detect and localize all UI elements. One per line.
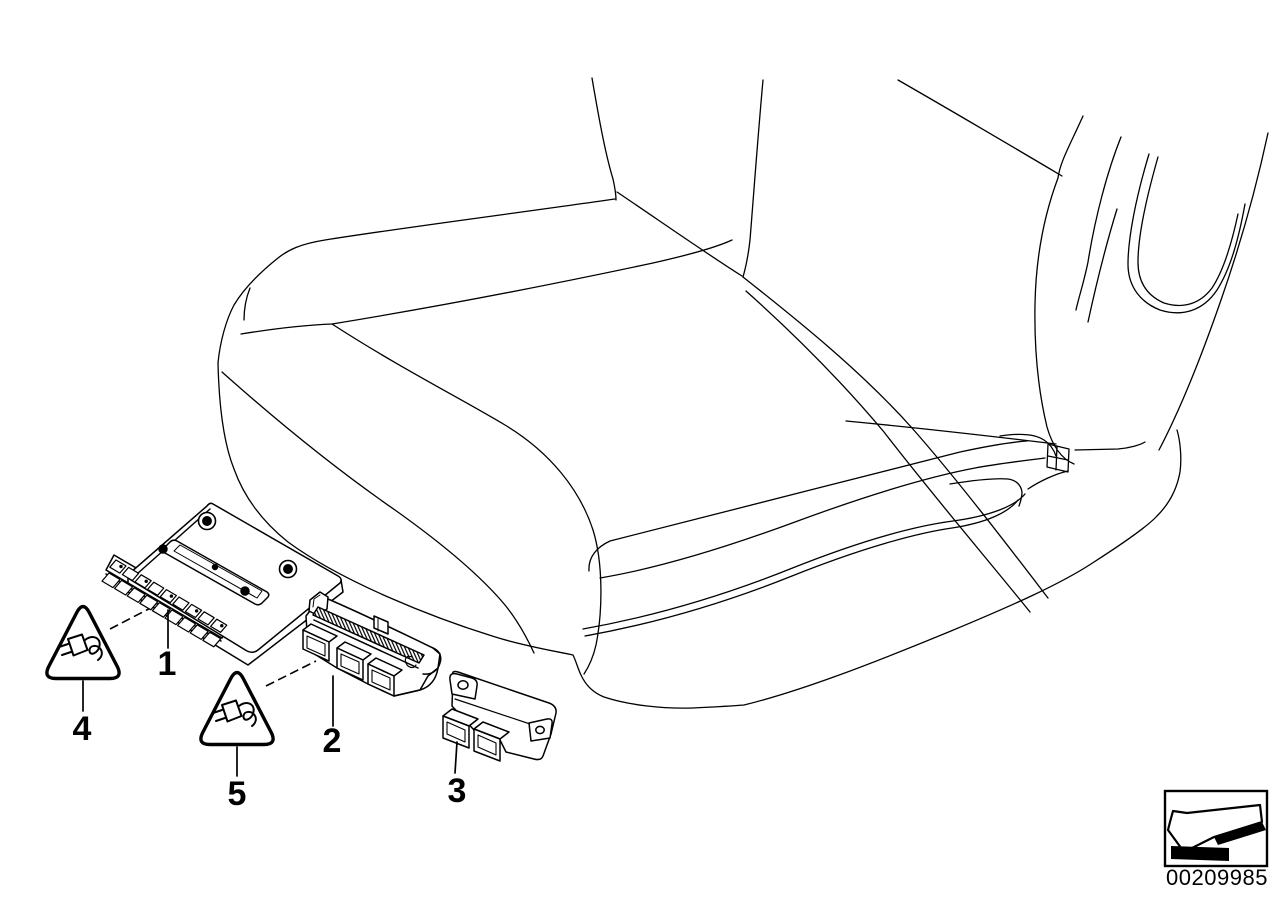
module3-socket-1 [442,708,479,749]
module2-socket-3 [367,657,403,697]
callout-label-2[interactable]: 2 [322,722,342,760]
module3-socket-2 [473,721,510,762]
cushion-lower-left-seam [221,371,535,654]
cushion-front-rim [845,420,1057,445]
band-right-segment [1074,441,1146,451]
control-module-3[interactable] [442,670,557,762]
leader-dash-triangle4 [109,599,167,630]
module1-rivet-a [158,544,168,554]
module2-bottom-edge [393,667,439,697]
module1-rivet-c [211,563,219,571]
module2-flag-inner [312,594,321,608]
bolster-u-seam-inner [1137,156,1239,307]
backrest-top-edge [897,79,1063,177]
leader-line-3 [454,741,458,774]
module2-pin-header [312,606,425,664]
bolster-u-seam-outer [1127,153,1246,314]
backrest-seam-a [1075,136,1122,311]
stamp-image-id: 00209985 [1166,865,1268,890]
corner-arrow-down-left-icon [1166,803,1266,861]
backrest-silhouette [1034,115,1084,465]
module1-rivet-b [240,586,250,596]
anchor-bracket [1046,443,1070,473]
backrest-dart-seam [616,191,743,277]
dashed-leader-lines [109,599,317,687]
cushion-left-panel-seam [331,323,602,675]
band-bump [949,478,1023,507]
module2-right-cap [422,647,442,675]
cushion-inner-back-seam [240,239,733,335]
cushion-silhouette [217,362,1182,709]
side-band-second-edge [599,457,1046,579]
callout-label-1[interactable]: 1 [157,645,177,683]
cushion-corner-accent [243,287,251,321]
anchor-bracket-t2 [1047,455,1069,461]
module1-screw-a [202,516,212,526]
seat-drawing [217,77,1269,709]
control-module-1[interactable] [101,502,344,666]
module1-pin-row-upper [109,559,228,633]
module2-socket-1 [302,623,338,662]
module2-pin-header-base [313,619,419,669]
module1-label-plate-inner [173,544,263,599]
module3-ear-left [449,672,478,700]
module1-screw-b [283,564,293,574]
module2-right-curl [404,655,417,669]
callout-label-3[interactable]: 3 [447,772,467,810]
electric-plug-warning-triangle-icon [58,633,103,661]
control-module-2[interactable] [302,591,442,697]
band-l-piece [1027,470,1069,490]
cushion-right-seam [745,290,1031,613]
module3-ear-right [528,718,553,742]
cushion-back-rim [217,198,616,364]
backrest-front-edge [742,79,764,278]
piping-line-b [584,499,1019,637]
leader-dash-triangle5 [265,660,317,687]
side-band-upper-edge [588,440,1028,572]
backrest-left-edge [591,77,617,201]
warning-triangle-4[interactable] [45,604,121,681]
module1-pin-dots [119,564,224,628]
module2-socket-2 [336,641,372,681]
module1-pin-row-lower [101,572,222,648]
stamp-box [1163,789,1269,868]
warning-triangle-5[interactable] [199,670,275,747]
piping-line-a [582,493,1026,630]
module3-ear-left-hole [457,680,469,690]
backrest-seam-b [1087,208,1118,323]
backrest-right-silhouette [1158,132,1269,451]
leader-lines [82,609,458,777]
module3-ear-right-hole [535,725,545,735]
callout-label-4[interactable]: 4 [72,710,92,748]
callout-label-5[interactable]: 5 [227,775,247,813]
anchor-hook-curve [999,433,1057,457]
